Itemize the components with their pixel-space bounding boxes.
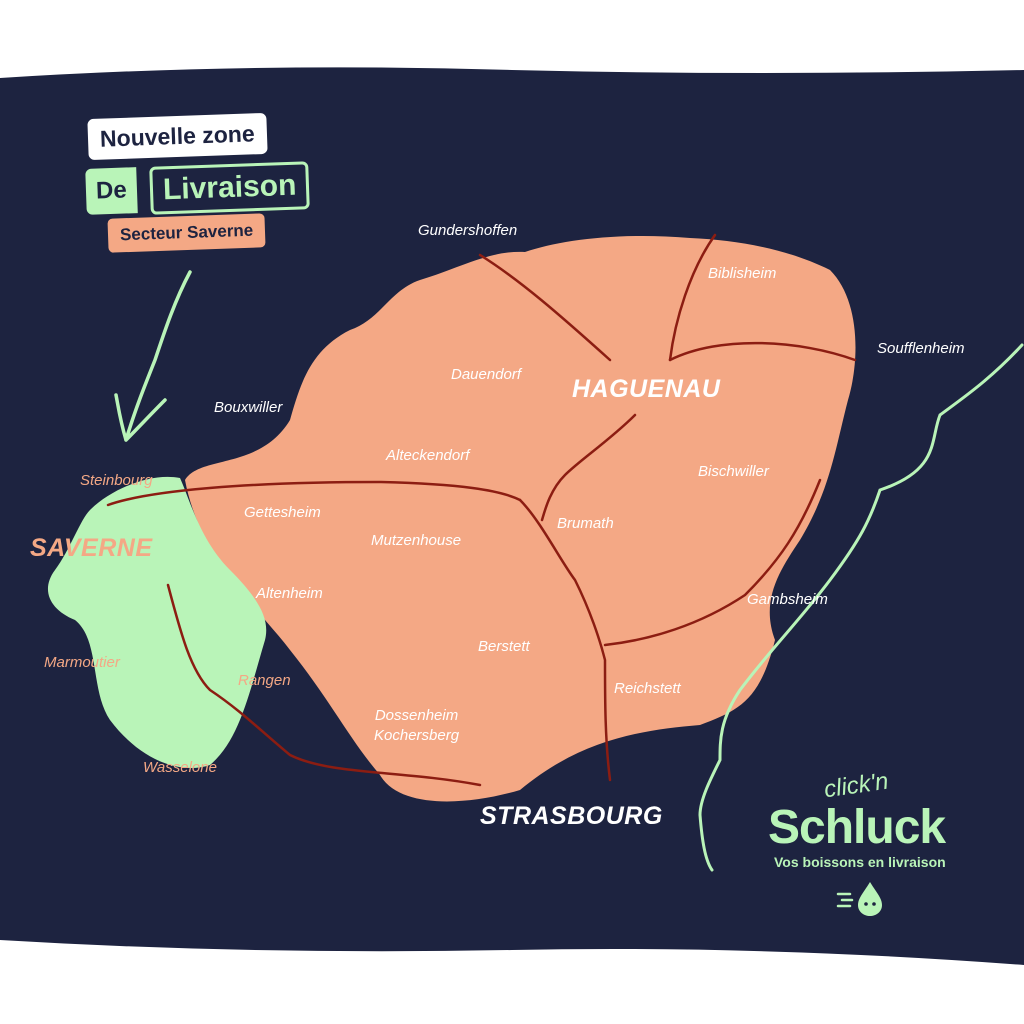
town-label-kochersberg: Kochersberg (374, 726, 460, 744)
brand-name: Schluck (768, 801, 946, 854)
town-label-alteckendorf: Alteckendorf (386, 447, 470, 464)
road-network (106, 233, 857, 787)
town-label-bouxwiller: Bouxwiller (214, 399, 283, 416)
town-label-marmoutier: Marmoutier (44, 654, 120, 671)
brand-logo-block: click'n Schluck Vos boissons en livraiso… (760, 768, 980, 918)
road-haguenau-brumath (540, 413, 637, 522)
city-label-haguenau: HAGUENAU (572, 375, 721, 403)
road-brumath-strasbourg-north (518, 498, 612, 782)
town-label-reichstett: Reichstett (614, 680, 681, 697)
town-label-dauendorf: Dauendorf (451, 366, 522, 383)
town-label-mutzenhouse: Mutzenhouse (371, 532, 462, 549)
brand-tagline-top: click'n (822, 767, 891, 804)
brand-tagline: Vos boissons en livraison (774, 854, 946, 870)
road-brumath-gambsheim (603, 478, 822, 647)
town-label-steinbourg: Steinbourg (80, 472, 153, 489)
rhine-river (698, 343, 1024, 872)
haguenau-strasbourg-zone (185, 235, 856, 802)
town-label-berstett: Berstett (478, 638, 530, 655)
road-steinbourg-brumath (106, 480, 522, 507)
town-label-wasselone: Wasselone (143, 759, 217, 776)
town-label-dossenheim: Dossenheim (374, 707, 459, 724)
saverne-zone (47, 476, 267, 768)
badge-line-de: De (85, 167, 138, 215)
badge-line-nouvelle-zone: Nouvelle zone (87, 112, 268, 161)
city-label-strasbourg: STRASBOURG (480, 802, 663, 830)
new-delivery-zone-badge: Nouvelle zone De Livraison Secteur Saver… (85, 112, 336, 266)
town-label-gettesheim: Gettesheim (244, 504, 321, 521)
road-gundershoffen-haguenau (478, 253, 612, 362)
town-label-biblisheim: Biblisheim (708, 265, 777, 282)
road-biblisheim-haguenau (668, 233, 717, 362)
town-label-soufflenheim: Soufflenheim (877, 340, 965, 357)
town-label-rangen: Rangen (238, 672, 291, 689)
town-label-altenheim: Altenheim (256, 585, 323, 602)
town-label-brumath: Brumath (557, 515, 614, 532)
droplet-icon (836, 882, 882, 916)
road-saverne-strasbourg (166, 583, 482, 787)
arrow-to-saverne (114, 270, 192, 442)
town-label-bischwiller: Bischwiller (698, 463, 769, 480)
town-label-gundershoffen: Gundershoffen (418, 222, 518, 239)
town-label-dossenheim-kochersberg: Dossenheim Kochersberg (374, 706, 459, 745)
road-soufflenheim-haguenau (668, 341, 857, 362)
badge-sector-label: Secteur Saverne (107, 213, 266, 253)
badge-line-livraison: Livraison (149, 161, 311, 215)
town-label-gambsheim: Gambsheim (747, 591, 828, 608)
city-label-saverne: SAVERNE (30, 534, 153, 562)
